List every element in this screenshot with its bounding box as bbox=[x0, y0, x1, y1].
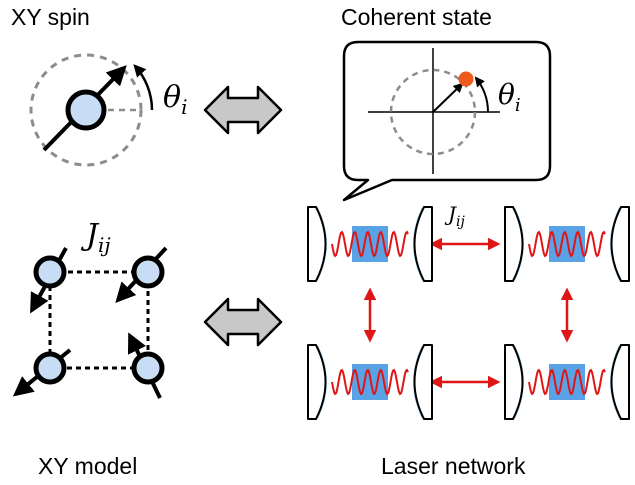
xy-spin-icon bbox=[131, 351, 165, 385]
double-arrow-icon bbox=[203, 297, 283, 347]
xy-spin-diagram: θi bbox=[29, 53, 187, 167]
coupling-bonds bbox=[48, 270, 150, 370]
xy-spin-icon bbox=[33, 255, 67, 289]
xy-model-diagram: Jij bbox=[12, 218, 168, 399]
speech-bubble-icon bbox=[342, 40, 552, 202]
laser-network-caption: Laser network bbox=[381, 453, 526, 479]
coupling-label: Jij bbox=[80, 218, 111, 257]
dashed-circle-icon bbox=[389, 68, 477, 156]
laser-cavity-icon bbox=[307, 206, 433, 282]
xy-spin-icon bbox=[33, 351, 67, 385]
coherent-state-dot bbox=[458, 71, 474, 87]
dashed-circle-icon bbox=[29, 53, 143, 167]
xy-spin-icon bbox=[65, 89, 107, 131]
laser-wave bbox=[528, 230, 606, 258]
laser-cavity-icon bbox=[504, 206, 630, 282]
laser-network: Jij bbox=[307, 202, 630, 420]
cavity-mirror-right bbox=[413, 206, 433, 282]
xy-spin-icon bbox=[131, 255, 165, 289]
cavity-mirror-left bbox=[504, 344, 524, 420]
laser-cavity-icon bbox=[504, 344, 630, 420]
rotation-arrow-icon bbox=[474, 76, 489, 113]
cavity-mirror-right bbox=[610, 344, 630, 420]
cavity-mirror-right bbox=[610, 206, 630, 282]
theta-label: θi bbox=[498, 78, 521, 116]
coupling-label: Jij bbox=[444, 202, 466, 230]
laser-wave bbox=[331, 368, 409, 396]
xy-model-caption: XY model bbox=[38, 453, 138, 479]
coherent-state-caption: Coherent state bbox=[341, 4, 492, 30]
cavity-mirror-right bbox=[413, 344, 433, 420]
theta-label: θi bbox=[163, 80, 187, 119]
xy-spin-caption: XY spin bbox=[11, 4, 90, 30]
coherent-state-bubble: θi bbox=[342, 40, 552, 202]
phasor-arrow bbox=[432, 82, 464, 113]
laser-cavity-icon bbox=[307, 344, 433, 420]
double-arrow-icon bbox=[203, 85, 283, 135]
rotation-arrow-icon bbox=[133, 64, 154, 111]
laser-wave bbox=[331, 230, 409, 258]
cavity-mirror-left bbox=[504, 206, 524, 282]
cavity-mirror-left bbox=[307, 344, 327, 420]
cavity-mirror-left bbox=[307, 206, 327, 282]
laser-wave bbox=[528, 368, 606, 396]
